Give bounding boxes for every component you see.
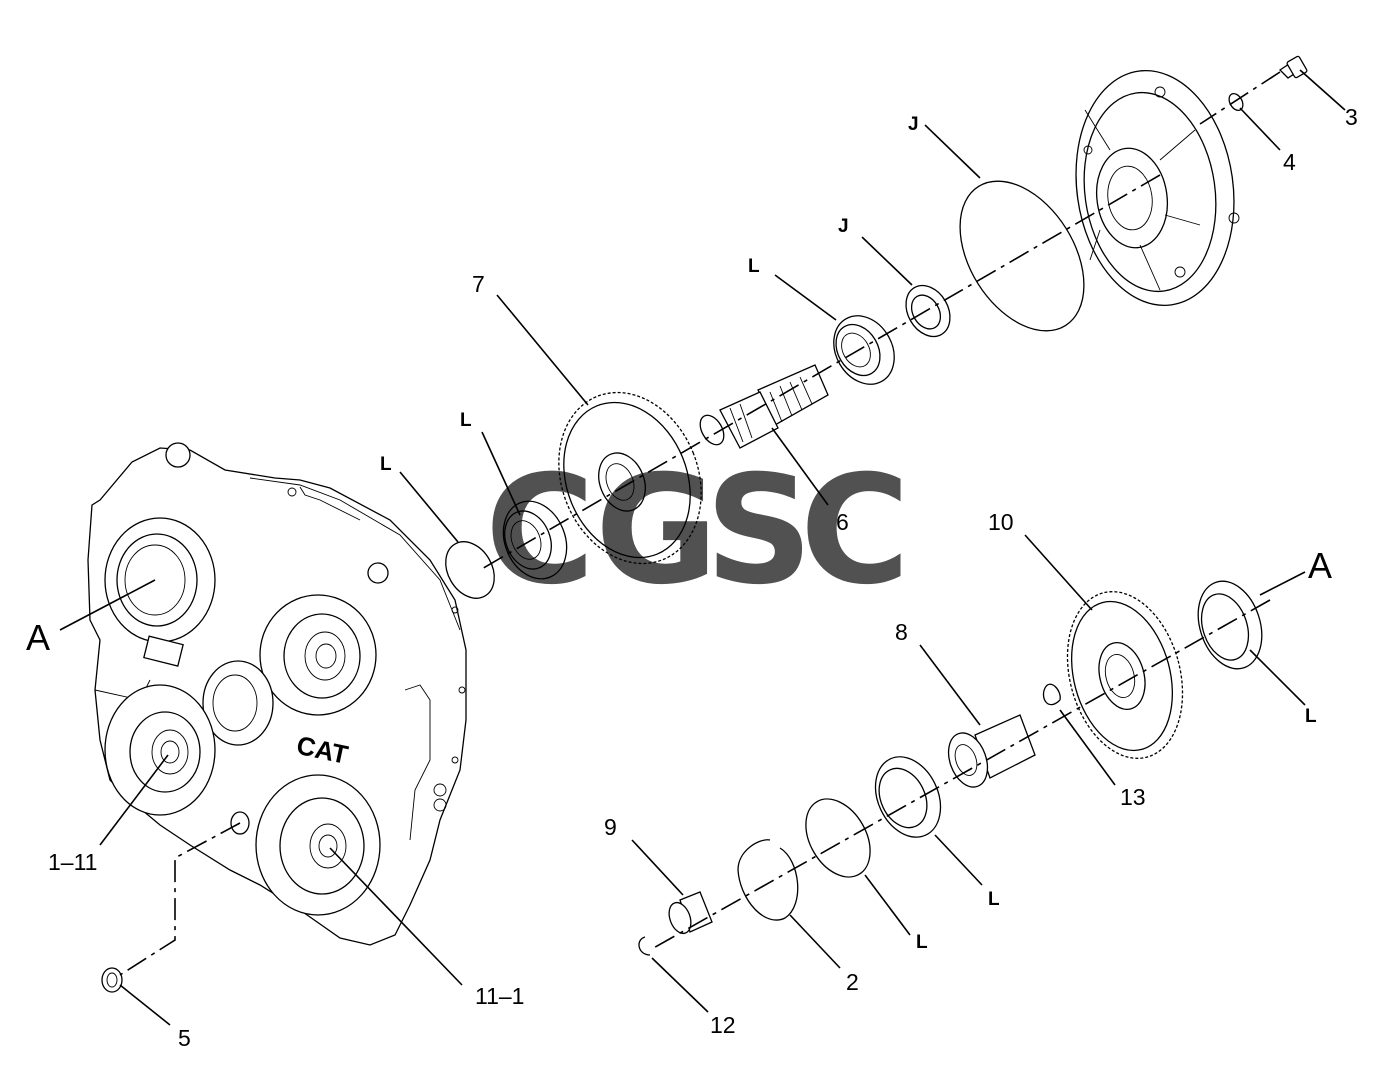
watermark-letter-g: G [595,444,718,618]
washer [1228,92,1244,112]
seal [905,284,951,338]
callout-l-ring: L [380,454,392,475]
callout-3: 3 [1345,104,1358,130]
plug [101,967,123,993]
callout-7: 7 [472,271,485,297]
bolt [1278,55,1308,79]
callout-a-left: A [26,617,50,658]
callout-8: 8 [895,619,908,645]
callout-12: 12 [710,1012,736,1038]
callout-2: 2 [846,969,859,995]
spacer-sleeve [947,714,1036,788]
callout-10: 10 [988,509,1014,535]
o-ring [445,541,495,599]
callout-l-bearing-low: L [988,889,1000,910]
needle-bearing [668,891,713,935]
callout-6: 6 [836,509,849,535]
callout-11-1: 11–1 [475,983,524,1009]
callout-l-bearing-top: L [748,256,760,277]
output-bearing [1197,580,1263,670]
idler-gear [558,391,702,565]
callout-j-mid: J [838,216,849,237]
watermark-letter-s: S [705,444,813,618]
callout-13: 13 [1120,784,1146,810]
callout-labels: 3 4 J J L 7 L L 6 10 A A 8 L 13 9 L L 2 … [26,104,1358,1051]
leader-lines [59,69,1346,1026]
small-snap-ring [638,936,651,956]
transfer-gear-housing: CAT [87,442,467,946]
callout-l-gear: L [460,410,472,431]
callout-l-ring-low: L [916,932,928,953]
output-gear [1066,591,1184,759]
callout-a-right: A [1308,545,1332,586]
cover-plate [1075,69,1240,307]
gear-bearing [502,500,568,580]
callout-4: 4 [1283,149,1296,175]
callout-1-11: 1–11 [48,849,97,875]
lower-o-ring [805,798,871,878]
callout-5: 5 [178,1025,191,1051]
assembly-axes [119,71,1281,976]
watermark-letter-c1: C [485,444,595,618]
watermark-letter-c2: C [800,444,910,618]
callout-l-right: L [1305,706,1317,727]
watermark-logo: C G S C [485,444,910,618]
callout-j-top: J [908,114,919,135]
retaining-ring [737,839,799,921]
callout-9: 9 [604,814,617,840]
lower-bearing [874,756,942,838]
snap-ring [1042,683,1061,706]
